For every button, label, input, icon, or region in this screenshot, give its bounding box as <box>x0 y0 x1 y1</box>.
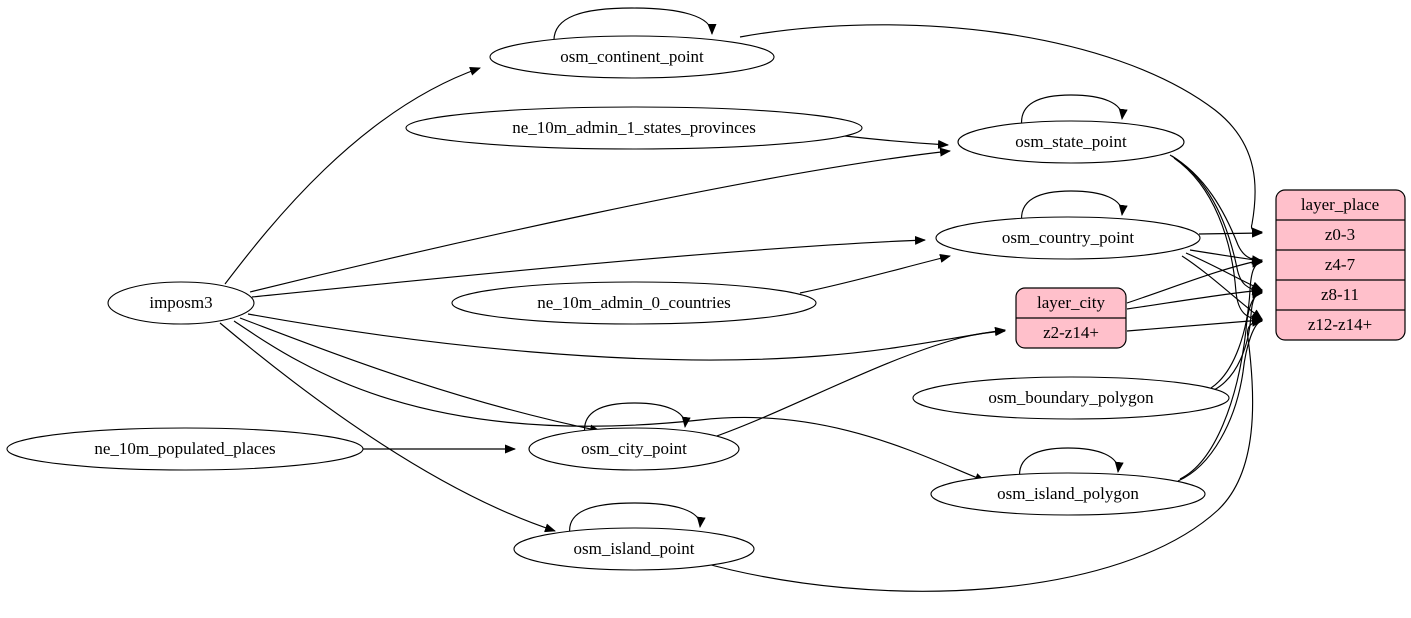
node-osm_island_point[interactable]: osm_island_point <box>513 527 755 571</box>
selfloop-osm_country_point <box>1021 190 1128 225</box>
node-osm_boundary_polygon[interactable]: osm_boundary_polygon <box>912 376 1230 420</box>
edge-osm_city_point-to-layer_city <box>713 327 1006 438</box>
edge-imposm3-to-layer_city <box>247 313 1006 361</box>
edge-imposm3-to-osm_state_point <box>249 147 951 293</box>
node-imposm3[interactable]: imposm3 <box>107 281 255 325</box>
edge-osm_country_point-to-layer_place-z12-z14 <box>1181 255 1263 320</box>
edge-osm_state_point-to-layer_place-z8-11 <box>1171 155 1263 295</box>
selfloop-osm_state_point <box>1021 94 1128 129</box>
record-node-layer_city[interactable]: layer_city z2-z14+ <box>1015 287 1127 349</box>
selfloop-osm_island_point <box>569 502 706 536</box>
edge-imposm3-to-osm_island_polygon <box>233 320 986 482</box>
node-ne_10m_populated_places[interactable]: ne_10m_populated_places <box>6 427 364 471</box>
selfloop-osm_continent_point <box>553 7 717 44</box>
edges-layer <box>219 7 1263 592</box>
edge-ne_10m_admin_1_states_provinces-to-osm_state_point <box>844 135 949 149</box>
edge-layer_city-to-layer_place-z8-11 <box>1126 286 1263 310</box>
node-osm_island_polygon[interactable]: osm_island_polygon <box>930 472 1206 516</box>
node-osm_continent_point[interactable]: osm_continent_point <box>489 35 775 79</box>
selfloop-osm_island_polygon <box>1019 447 1124 481</box>
edge-osm_state_point-to-layer_place-z12-z14 <box>1173 157 1263 324</box>
edge-osm_state_point-to-layer_place-z4-7 <box>1169 154 1263 265</box>
edge-osm_island_point-to-layer_place-z12-z14 <box>699 317 1263 592</box>
edge-layer_city-to-layer_place-z4-7 <box>1126 257 1263 304</box>
edge-osm_country_point-to-layer_place-z0-3 <box>1198 228 1263 238</box>
edge-osm_boundary_polygon-to-layer_place-z4-7 <box>1210 258 1263 389</box>
edge-imposm3-to-osm_island_point <box>219 322 556 533</box>
node-osm_country_point[interactable]: osm_country_point <box>935 216 1201 260</box>
edge-layer_city-z2z14-to-layer_place-z12-z14 <box>1126 316 1263 332</box>
edge-imposm3-to-osm_continent_point <box>224 67 481 285</box>
edge-imposm3-to-osm_city_point <box>239 317 601 434</box>
edge-imposm3-to-osm_country_point <box>251 235 926 298</box>
node-osm_city_point[interactable]: osm_city_point <box>528 427 740 471</box>
edge-osm_island_polygon-to-layer_place-z12-z14 <box>1177 317 1263 482</box>
node-ne_10m_admin_0_countries[interactable]: ne_10m_admin_0_countries <box>451 281 817 325</box>
selfloop-osm_city_point <box>584 402 691 436</box>
record-node-layer_place[interactable]: layer_place z0-3 z4-7 z8-11 z12-z14+ <box>1275 189 1406 341</box>
edge-osm_island_polygon-to-layer_place-z8-11 <box>1179 289 1263 480</box>
node-ne_10m_admin_1_states_provinces[interactable]: ne_10m_admin_1_states_provinces <box>405 106 863 150</box>
edge-osm_continent_point-to-layer_place-z0-3 <box>739 24 1263 237</box>
edge-ne_10m_admin_0_countries-to-osm_country_point <box>799 254 951 294</box>
node-osm_state_point[interactable]: osm_state_point <box>957 120 1185 164</box>
